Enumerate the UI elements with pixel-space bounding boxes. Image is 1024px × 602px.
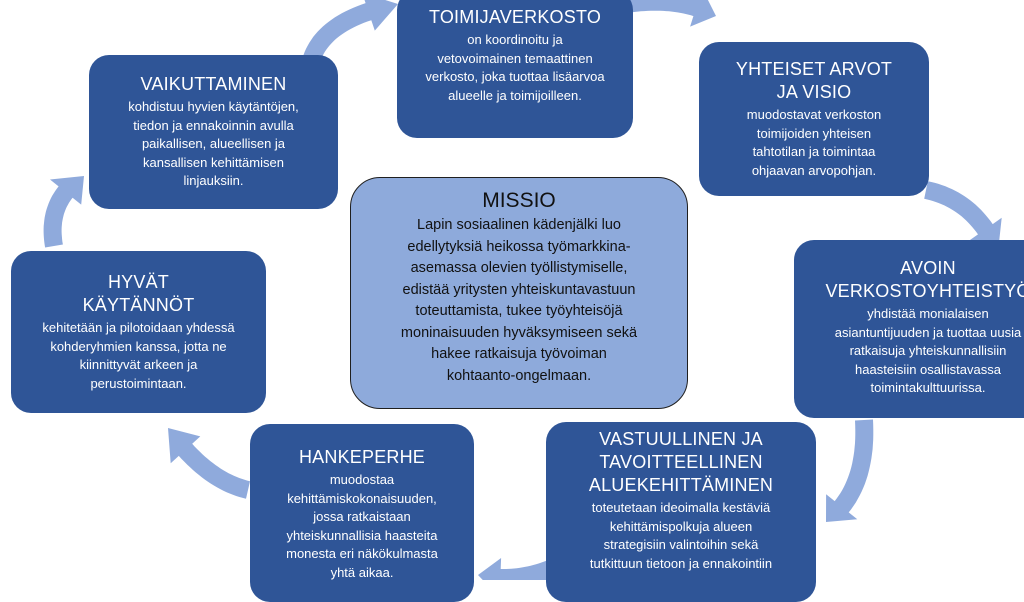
node-text-line: kohderyhmien kanssa, jotta ne xyxy=(50,338,227,354)
node-toimijaverkosto: TOIMIJAVERKOSTO on koordinoitu ja vetovo… xyxy=(397,0,633,138)
node-title-line: VERKOSTOYHTEISTYÖ xyxy=(825,281,1024,301)
node-title-line: AVOIN xyxy=(900,258,956,278)
node-title-line: VASTUULLINEN JA xyxy=(599,429,763,449)
node-text-line: alueelle ja toimijoilleen. xyxy=(448,87,582,103)
mission-text-line: toteuttamista, tukee työyhteisöjä xyxy=(415,303,623,319)
node-text: on koordinoitu ja vetovoimainen temaatti… xyxy=(397,31,633,105)
node-text-line: verkosto, joka tuottaa lisäarvoa xyxy=(425,69,605,84)
node-text-line: tahtotilan ja toimintaa xyxy=(752,144,876,159)
node-text: toteutetaan ideoimalla kestäviä kehittäm… xyxy=(546,499,816,573)
node-text-line: kehittämiskokonaisuuden, xyxy=(287,490,437,506)
node-text-line: asiantuntijuuden ja tuottaa uusia xyxy=(834,324,1022,340)
node-title-line: YHTEISET ARVOT xyxy=(735,59,893,79)
mission-text-line: edistää yritysten yhteiskuntavastuun xyxy=(402,281,636,298)
node-hankeperhe: HANKEPERHE muodostaa kehittämiskokonaisu… xyxy=(250,424,474,602)
node-text-line: kehittämispolkuja alueen xyxy=(609,518,753,534)
cycle-arrow xyxy=(303,0,398,61)
node-title: YHTEISET ARVOT JA VISIO xyxy=(699,58,929,104)
node-text: muodostaa kehittämiskokonaisuuden, jossa… xyxy=(250,471,474,582)
mission-text-line: kohtaanto-ongelmaan. xyxy=(446,367,592,384)
node-text: kehitetään ja pilotoidaan yhdessä kohder… xyxy=(11,319,266,393)
node-title-line: ALUEKEHITTÄMINEN xyxy=(588,475,774,495)
node-text: yhdistää monialaisen asiantuntijuuden ja… xyxy=(794,305,1024,398)
node-text-line: kansallisen kehittämisen xyxy=(143,154,284,170)
node-text-line: haasteisiin osallistavassa xyxy=(855,361,1001,377)
cycle-arrow xyxy=(43,176,84,248)
node-text-line: tiedon ja ennakoinnin avulla xyxy=(133,117,294,133)
node-text-line: jossa ratkaistaan xyxy=(313,509,411,524)
node-text-line: ratkaisuja yhteiskunnallisiin xyxy=(849,343,1007,358)
node-text-line: yhdistää monialaisen xyxy=(867,306,989,321)
mission-text-line: Lapin sosiaalinen kädenjälki luo xyxy=(417,217,621,233)
cycle-arrow xyxy=(826,419,874,522)
node-title-line: JA VISIO xyxy=(776,82,852,102)
mission-title: MISSIO xyxy=(482,189,556,212)
node-text: muodostavat verkoston toimijoiden yhteis… xyxy=(699,106,929,180)
node-text-line: toimijoiden yhteisen xyxy=(756,125,872,141)
cycle-arrow xyxy=(924,181,1002,252)
node-vaikuttaminen: VAIKUTTAMINEN kohdistuu hyvien käytäntöj… xyxy=(89,55,338,209)
node-text-line: on koordinoitu ja xyxy=(467,32,563,47)
node-title: HYVÄT KÄYTÄNNÖT xyxy=(11,271,266,317)
node-title: AVOIN VERKOSTOYHTEISTYÖ xyxy=(794,257,1024,303)
node-text-line: ohjaavan arvopohjan. xyxy=(751,162,877,178)
node-text-line: perustoimintaan. xyxy=(90,375,187,391)
node-text-line: linjauksiin. xyxy=(183,173,244,188)
node-text-line: kiinnittyvät arkeen ja xyxy=(79,357,198,372)
cycle-arrow xyxy=(168,428,250,499)
node-text-line: monesta eri näkökulmasta xyxy=(286,546,438,561)
node-text-line: vetovoimainen temaattinen xyxy=(437,50,593,66)
cycle-arrow xyxy=(625,0,716,27)
node-hyvat-kaytannot: HYVÄT KÄYTÄNNÖT kehitetään ja pilotoidaa… xyxy=(11,251,266,413)
node-text-line: kehitetään ja pilotoidaan yhdessä xyxy=(42,320,235,335)
cycle-arrows xyxy=(43,0,1002,580)
node-text: kohdistuu hyvien käytäntöjen, tiedon ja … xyxy=(89,98,338,191)
node-vastuullinen-aluekehittaminen: VASTUULLINEN JA TAVOITTEELLINEN ALUEKEHI… xyxy=(546,422,816,602)
node-title-line: KÄYTÄNNÖT xyxy=(82,295,195,315)
mission-text: Lapin sosiaalinen kädenjälki luo edellyt… xyxy=(351,215,687,387)
mission-text-line: hakee ratkaisuja työvoiman xyxy=(431,346,607,362)
node-text-line: toimintakulttuurissa. xyxy=(870,380,986,395)
node-text-line: toteutetaan ideoimalla kestäviä xyxy=(591,500,771,515)
node-text-line: kohdistuu hyvien käytäntöjen, xyxy=(128,99,299,114)
node-title-line: HYVÄT xyxy=(107,272,169,292)
node-text-line: strategisiin valintoihin sekä xyxy=(603,537,759,552)
node-title: HANKEPERHE xyxy=(298,447,426,467)
node-text-line: muodostaa xyxy=(329,472,395,487)
mission-text-line: moninaisuuden hyväksymiseen sekä xyxy=(400,324,638,341)
node-avoin-verkostoyhteistyo: AVOIN VERKOSTOYHTEISTYÖ yhdistää moniala… xyxy=(794,240,1024,418)
node-text-line: yhtä aikaa. xyxy=(330,564,394,580)
mission-text-line: edellytyksiä heikossa työmarkkina- xyxy=(407,238,631,255)
mission-box: MISSIO Lapin sosiaalinen kädenjälki luo … xyxy=(350,177,688,409)
node-title: VAIKUTTAMINEN xyxy=(140,74,287,94)
node-text-line: yhteiskunnallisia haasteita xyxy=(286,527,438,543)
node-text-line: tutkittuun tietoon ja ennakointiin xyxy=(589,555,773,571)
node-title-line: TAVOITTEELLINEN xyxy=(599,452,763,472)
node-text-line: muodostavat verkoston xyxy=(746,107,882,122)
node-yhteiset-arvot: YHTEISET ARVOT JA VISIO muodostavat verk… xyxy=(699,42,929,196)
node-text-line: paikallisen, alueellisen ja xyxy=(141,136,286,151)
node-title: TOIMIJAVERKOSTO xyxy=(428,7,602,27)
node-title: VASTUULLINEN JA TAVOITTEELLINEN ALUEKEHI… xyxy=(546,428,816,497)
mission-text-line: asemassa olevien työllistymiselle, xyxy=(410,260,628,276)
